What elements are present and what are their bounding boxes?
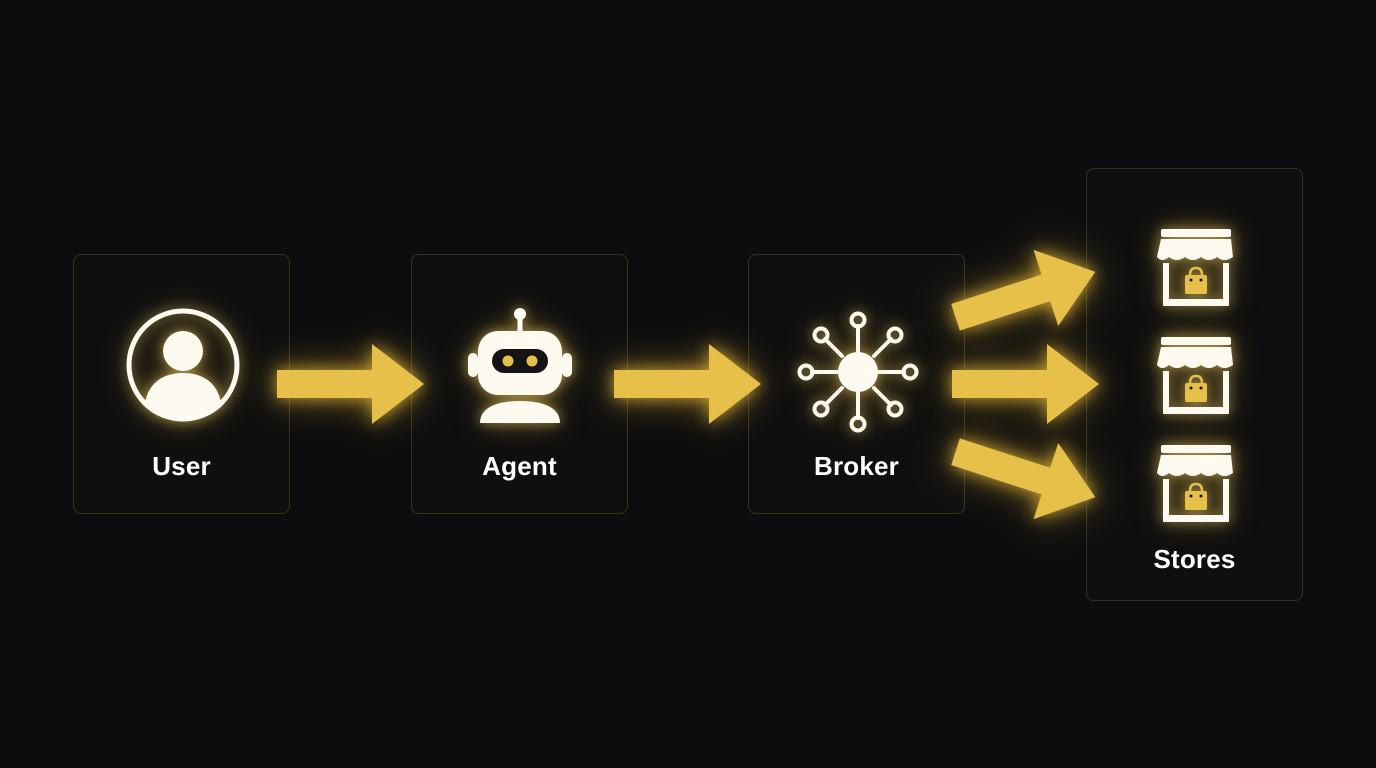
user-label: User [152, 451, 211, 481]
arrow-broker-to-store-top [951, 249, 1096, 331]
arrow-agent-to-broker [614, 344, 761, 424]
robot-icon [468, 308, 572, 423]
arrow-broker-to-store-bottom [951, 438, 1096, 520]
stores-node: Stores [1086, 168, 1303, 601]
broker-label: Broker [813, 451, 899, 481]
arrow-broker-to-store-middle [952, 344, 1099, 424]
network-hub-icon [797, 311, 919, 433]
storefront-icon [1157, 337, 1233, 414]
agent-label: Agent [482, 451, 557, 481]
arrow-user-to-agent [277, 344, 424, 424]
agent-node: Agent [411, 254, 628, 514]
storefront-icon [1157, 229, 1233, 306]
user-circle-icon [126, 308, 240, 422]
broker-node: Broker [748, 254, 965, 514]
stores-label: Stores [1153, 544, 1236, 574]
storefront-icon [1157, 445, 1233, 522]
user-node: User [73, 254, 290, 514]
